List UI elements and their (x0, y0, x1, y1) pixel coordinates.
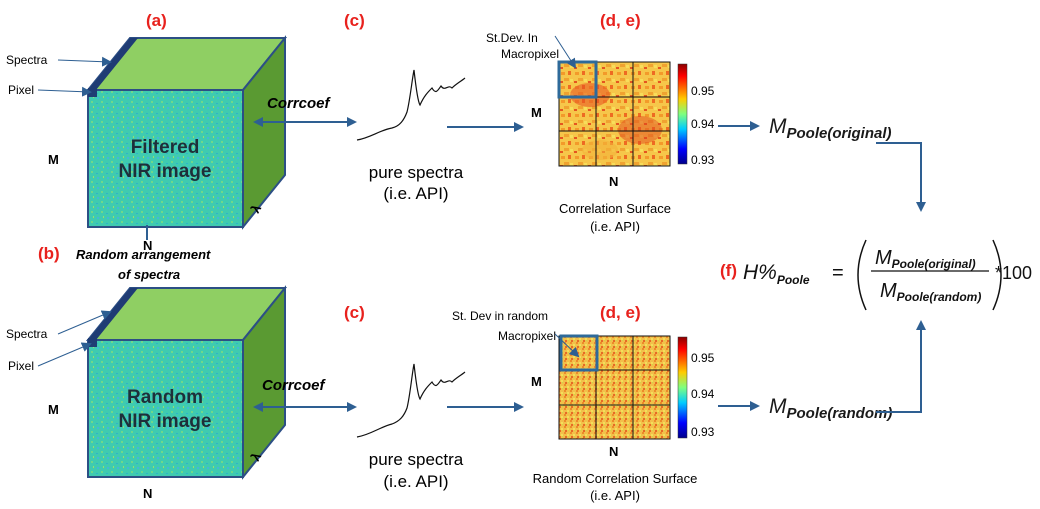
panel-label-a: (a) (146, 11, 167, 30)
bottom-colorbar-tick-3: 0.93 (691, 425, 715, 439)
bottom-spectrum-curve (356, 363, 466, 438)
bottom-cube-title-1: Random (127, 387, 203, 408)
top-surface-annotation-2: Macropixel (501, 47, 559, 61)
m-original: MPoole(original) (769, 115, 892, 142)
panel-label-de-bottom: (d, e) (600, 303, 641, 322)
top-cube: Filtered NIR image Spectra Pixel M N λ (6, 35, 288, 253)
bottom-cube: Random NIR image Spectra Pixel M N λ (6, 285, 288, 501)
bottom-cube-axis-n: N (143, 486, 152, 501)
top-corrcoef-label: Corrcoef (267, 95, 332, 112)
bottom-cube-axis-m: M (48, 402, 59, 417)
top-cube-axis-n: N (143, 238, 152, 253)
random-step-line-2: of spectra (118, 267, 180, 282)
bottom-surface-axis-n: N (609, 444, 618, 459)
top-colorbar-tick-2: 0.94 (691, 117, 715, 131)
top-surface-axis-m: M (531, 105, 542, 120)
m-random: MPoole(random) (769, 395, 892, 422)
h-poole-formula: H%Poole = MPoole(original) MPoole(random… (743, 239, 1032, 311)
top-cube-spectra-strip (88, 38, 138, 90)
bottom-cube-front-face (87, 339, 244, 478)
bottom-surface-axis-m: M (531, 374, 542, 389)
bottom-colorbar (677, 336, 688, 439)
top-spectrum-caption-1: pure spectra (369, 163, 464, 182)
formula-denominator: MPoole(random) (880, 280, 981, 304)
bottom-surface-caption-1: Random Correlation Surface (533, 471, 698, 486)
random-step-line-1: Random arrangement (76, 247, 211, 262)
bottom-surface-caption-2: (i.e. API) (590, 488, 640, 503)
bottom-spectrum-caption-1: pure spectra (369, 450, 464, 469)
panel-label-de-top: (d, e) (600, 11, 641, 30)
bottom-cube-spectra-strip (88, 288, 138, 340)
top-surface-annotation-1: St.Dev. In (486, 31, 538, 45)
bottom-cube-pixel-label: Pixel (8, 359, 34, 373)
top-macropixel-highlight (557, 60, 598, 99)
top-formula-connector (876, 142, 922, 206)
bottom-spectrum-caption-2: (i.e. API) (383, 472, 448, 491)
top-surface-caption-1: Correlation Surface (559, 201, 671, 216)
formula-numerator: MPoole(original) (875, 247, 976, 271)
top-colorbar-tick-1: 0.95 (691, 84, 715, 98)
top-cube-pixel (88, 88, 97, 97)
bottom-cube-pixel (88, 338, 97, 347)
top-cube-title-2: NIR image (119, 161, 212, 182)
top-surface-caption-2: (i.e. API) (590, 219, 640, 234)
top-cube-spectra-label: Spectra (6, 53, 48, 67)
bottom-cube-title-2: NIR image (119, 411, 212, 432)
top-cube-axis-m: M (48, 152, 59, 167)
top-cube-pixel-label: Pixel (8, 83, 34, 97)
panel-label-b: (b) (38, 244, 60, 263)
bottom-surface-annotation-2: Macropixel (498, 329, 556, 343)
bottom-formula-connector (876, 330, 922, 413)
panel-label-f: (f) (720, 261, 737, 280)
bottom-surface-map (559, 336, 670, 439)
formula-lhs: H%Poole (743, 261, 810, 287)
panel-label-c-top: (c) (344, 11, 365, 30)
top-cube-title-1: Filtered (131, 137, 200, 158)
top-colorbar (677, 63, 688, 165)
bottom-colorbar-tick-1: 0.95 (691, 351, 715, 365)
bottom-colorbar-tick-2: 0.94 (691, 387, 715, 401)
formula-right-paren (992, 239, 1002, 311)
bottom-surface-annotation-1: St. Dev in random (452, 309, 548, 323)
formula-equals: = (832, 262, 844, 284)
top-surface-axis-n: N (609, 174, 618, 189)
top-spectrum-caption-2: (i.e. API) (383, 184, 448, 203)
top-spectrum-curve (356, 69, 466, 141)
bottom-macropixel-highlight (559, 334, 599, 372)
bottom-corrcoef-label: Corrcoef (262, 377, 327, 394)
formula-left-paren (857, 239, 867, 311)
bottom-correlation-surface: 0.95 0.94 0.93 St. Dev in random Macropi… (452, 309, 715, 503)
bottom-cube-spectra-label: Spectra (6, 327, 48, 341)
top-colorbar-tick-3: 0.93 (691, 153, 715, 167)
top-correlation-surface: 0.95 0.94 0.93 St.Dev. In Macropixel M N… (486, 31, 715, 234)
formula-multiplier: *100 (995, 263, 1032, 283)
panel-label-c-bottom: (c) (344, 303, 365, 322)
top-cube-front-face (87, 89, 244, 228)
